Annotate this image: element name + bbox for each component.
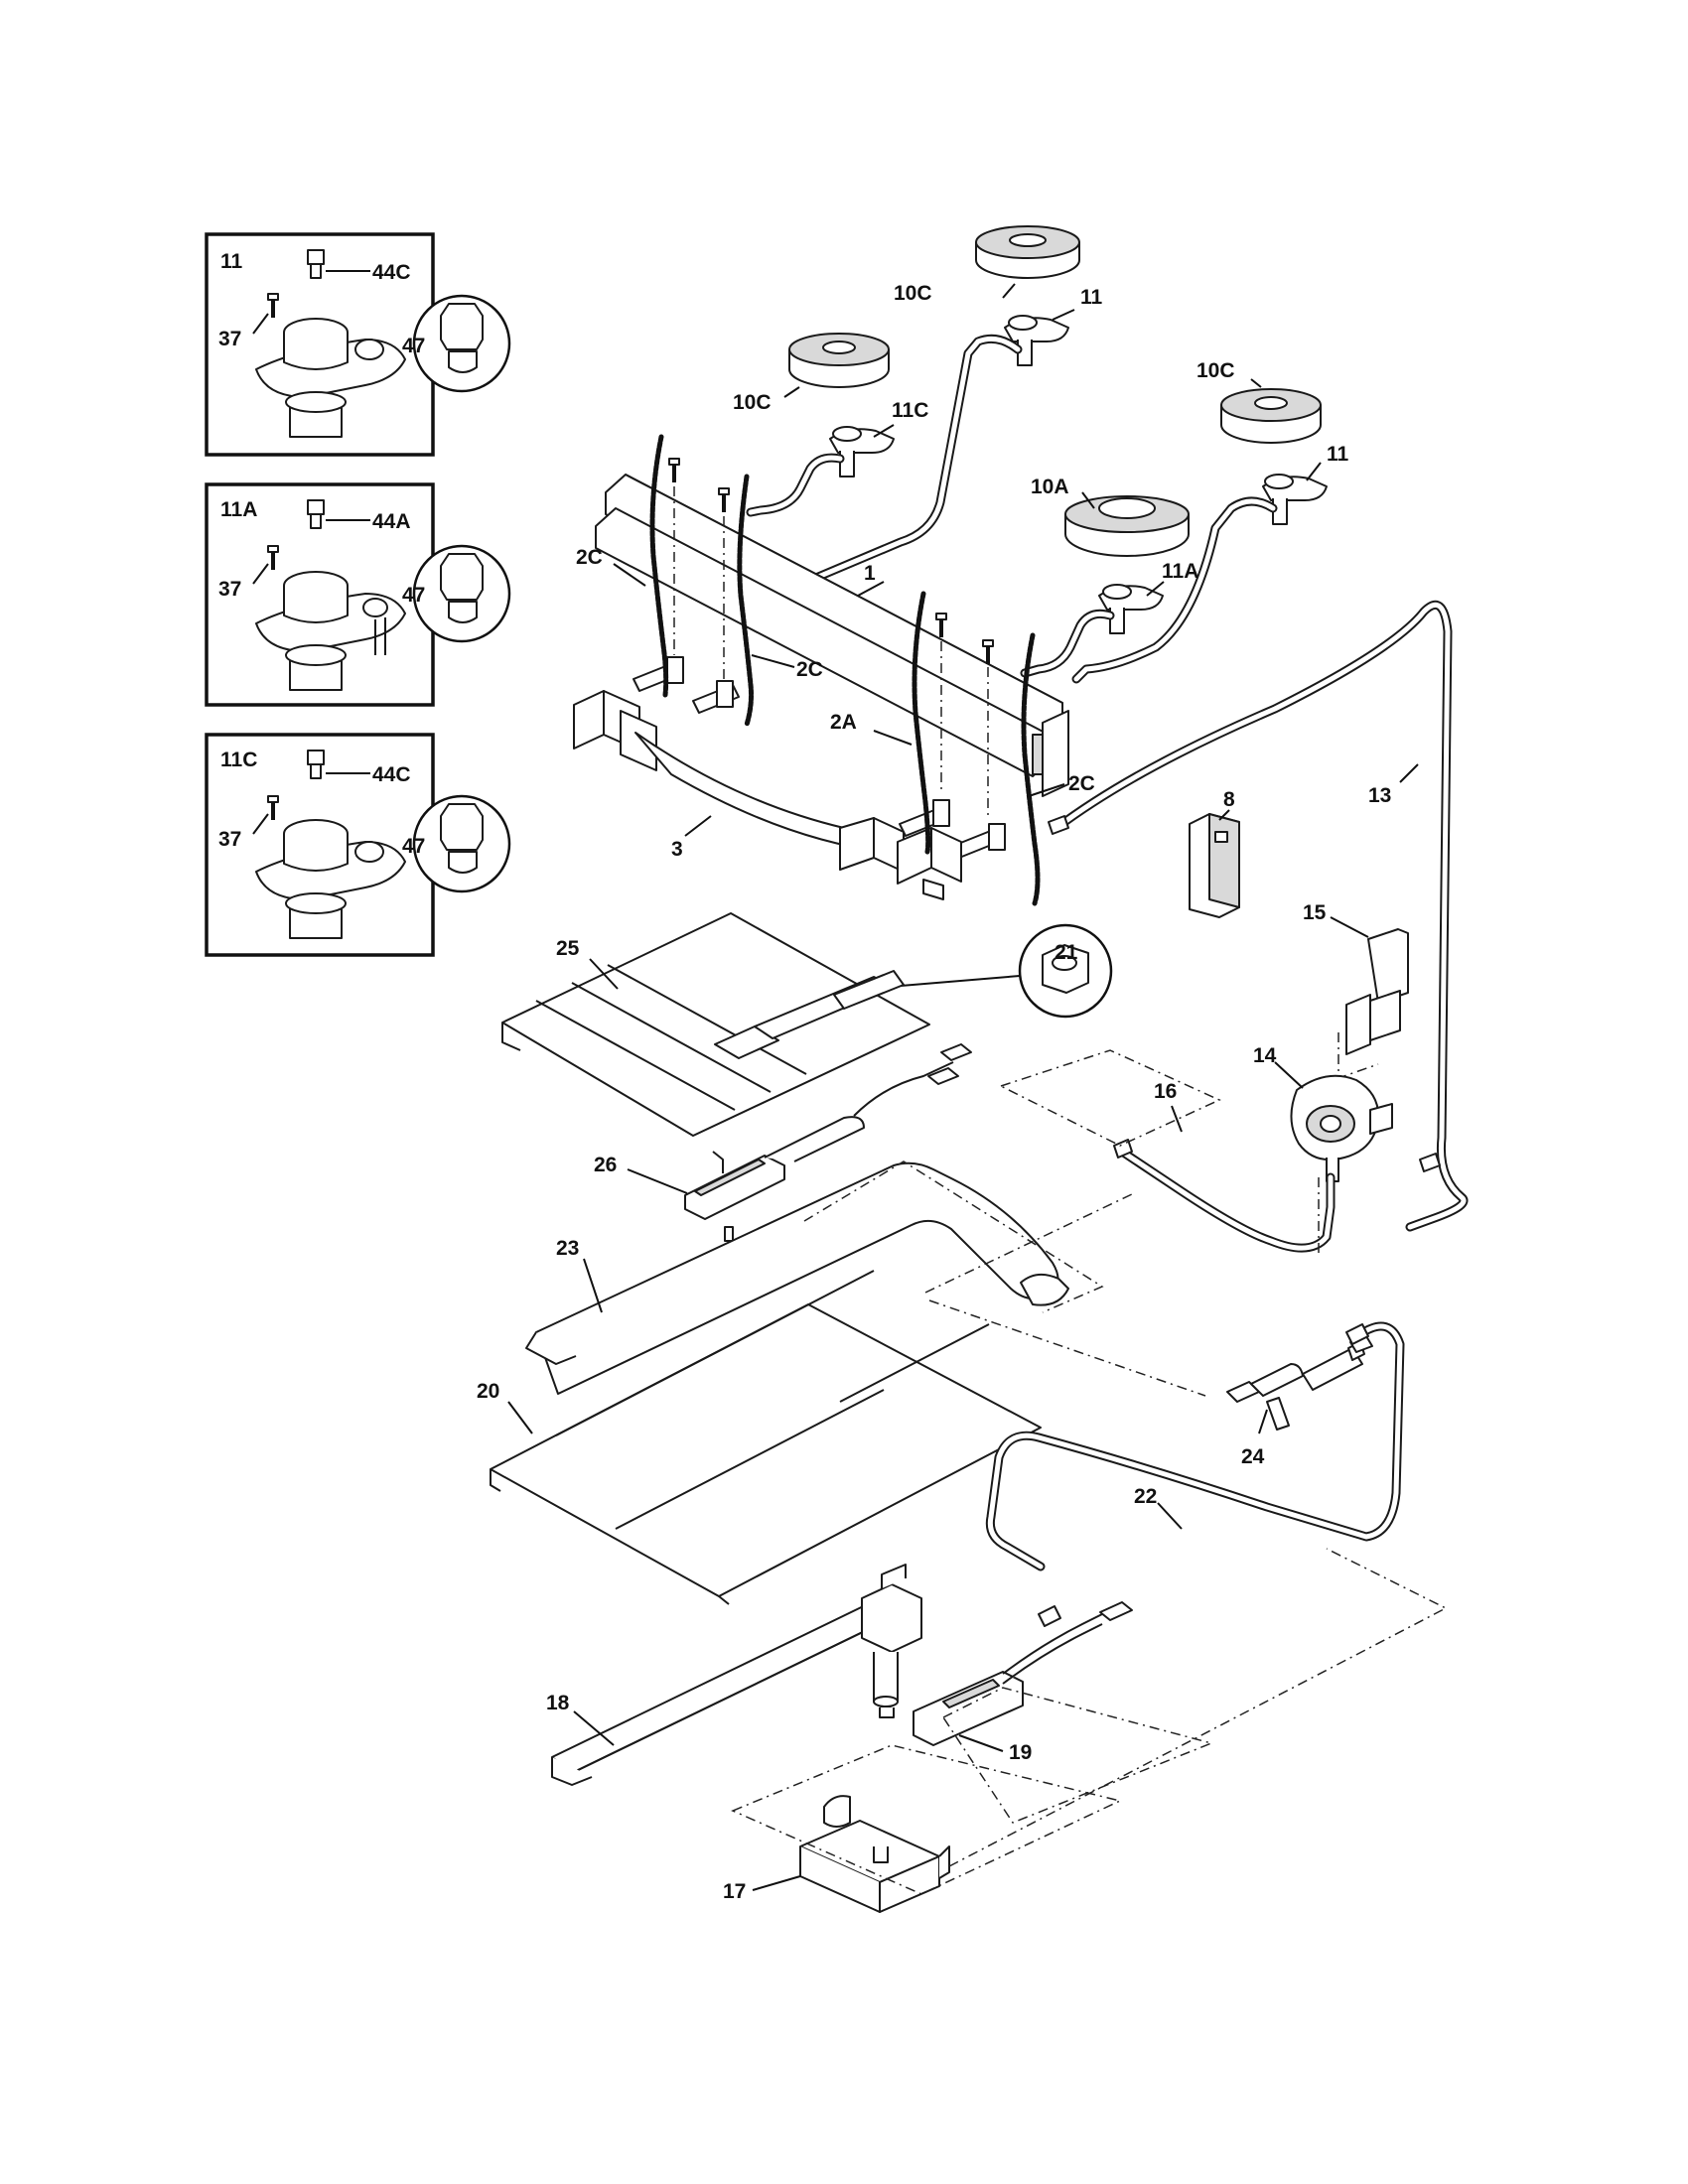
callout-10c-top: 10C xyxy=(894,282,932,305)
callout-15: 15 xyxy=(1303,901,1327,924)
callout-2c-right: 2C xyxy=(1068,772,1095,795)
inset-label-37: 37 xyxy=(218,328,241,350)
inset-valve-11c: 11C 44C 37 47 xyxy=(205,733,511,957)
callout-13: 13 xyxy=(1368,784,1391,807)
inset-label-47-c: 47 xyxy=(402,835,425,858)
callout-10c-right: 10C xyxy=(1196,359,1235,382)
callout-18: 18 xyxy=(546,1692,570,1714)
inset-label-44c-b: 44C xyxy=(372,763,411,786)
heat-shield-20 xyxy=(490,1270,1042,1605)
bracket-15 xyxy=(1337,928,1409,1080)
manifold-screws xyxy=(668,458,994,818)
callout-2a: 2A xyxy=(830,711,857,734)
callout-10a: 10A xyxy=(1031,476,1069,498)
thermostat-valve-17 xyxy=(731,1548,1448,1913)
callout-26: 26 xyxy=(594,1154,617,1176)
burner-valve-top-center xyxy=(1004,315,1069,366)
burner-valve-11a xyxy=(1098,584,1164,634)
callout-8: 8 xyxy=(1223,788,1235,811)
callout-21: 21 xyxy=(1055,941,1078,964)
inset-label-37-c: 37 xyxy=(218,828,241,851)
callout-1: 1 xyxy=(864,562,876,585)
callout-24: 24 xyxy=(1241,1445,1265,1468)
orifice-fitting-24 xyxy=(1226,1335,1373,1431)
igniter-19 xyxy=(913,1601,1214,1824)
gas-tube-16 xyxy=(999,1049,1336,1253)
broil-burner-23 xyxy=(525,1161,1069,1395)
burner-head-large-10a xyxy=(1064,495,1190,557)
callout-10c-left: 10C xyxy=(733,391,772,414)
callout-2c-mid: 2C xyxy=(796,658,823,681)
inset-title-11: 11 xyxy=(220,250,243,273)
inset-title-11a: 11A xyxy=(220,498,257,521)
manifold-pipe xyxy=(595,474,1069,797)
callout-11a: 11A xyxy=(1162,560,1198,583)
inset-label-37-b: 37 xyxy=(218,578,241,601)
igniter-26 xyxy=(684,1043,972,1242)
inset-title-11c: 11C xyxy=(220,749,257,771)
inset-label-47: 47 xyxy=(402,335,425,357)
burner-head-left xyxy=(788,333,890,388)
callout-16: 16 xyxy=(1154,1080,1177,1103)
callout-14: 14 xyxy=(1253,1044,1277,1067)
inset-label-44a: 44A xyxy=(372,510,411,533)
bracket-bar xyxy=(573,690,962,900)
callout-19: 19 xyxy=(1009,1741,1032,1764)
callout-labels: 10C 11 10C 11C 10C 11 10A 11A 2C 2C 1 2A… xyxy=(477,282,1419,1903)
burner-head-right xyxy=(1220,388,1322,444)
gas-tube-22 xyxy=(985,1321,1405,1627)
callout-3: 3 xyxy=(671,838,683,861)
burner-valve-left xyxy=(829,426,895,478)
callout-11-right: 11 xyxy=(1327,443,1349,466)
callout-17: 17 xyxy=(723,1880,746,1903)
inset-label-44c: 44C xyxy=(372,261,411,284)
inset-valve-11: 11 44C 37 47 xyxy=(205,232,511,457)
assembly-dashed-lines xyxy=(803,1160,1320,1397)
heat-shield-25 xyxy=(501,912,930,1173)
spark-module-8 xyxy=(1189,813,1240,918)
gas-tube-13 xyxy=(1048,600,1469,1232)
callout-20: 20 xyxy=(477,1380,499,1403)
bake-burner-18 xyxy=(551,1564,922,1786)
callout-23: 23 xyxy=(556,1237,579,1260)
pressure-regulator-14 xyxy=(1290,1074,1393,1182)
burner-head-top-center xyxy=(975,225,1080,279)
callout-11-top: 11 xyxy=(1080,286,1103,309)
callout-11c: 11C xyxy=(892,399,928,422)
burner-tubes xyxy=(746,334,1278,684)
burner-valve-right xyxy=(1262,474,1328,525)
inset-valve-11a: 11A 44A 37 47 xyxy=(205,482,511,707)
inset-label-47-b: 47 xyxy=(402,584,425,607)
callout-25: 25 xyxy=(556,937,580,960)
igniter-wires xyxy=(649,434,1041,906)
callout-22: 22 xyxy=(1134,1485,1157,1508)
callout-2c-left: 2C xyxy=(576,546,603,569)
